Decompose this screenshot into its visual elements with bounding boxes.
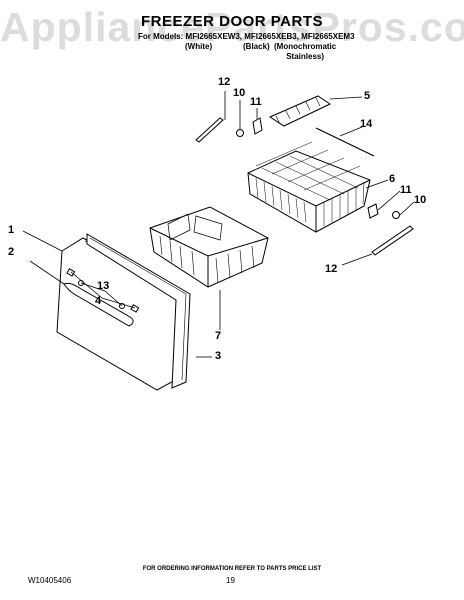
variant-monochromatic: (Monochromatic Stainless) xyxy=(274,42,337,61)
variant-black: (Black) xyxy=(243,42,270,51)
slide-rail-left xyxy=(195,117,224,143)
page-number: 19 xyxy=(226,576,235,585)
page-title: FREEZER DOOR PARTS xyxy=(140,13,324,30)
callout-7: 7 xyxy=(215,330,222,342)
callout-1: 1 xyxy=(8,224,15,236)
clip-right xyxy=(367,203,379,219)
roller-right xyxy=(392,211,400,219)
callout-12-bottom: 12 xyxy=(325,263,338,275)
models-line: For Models: MFI2665XEW3, MFI2665XEB3, MF… xyxy=(138,32,355,41)
door-gasket xyxy=(86,233,191,389)
callout-10-right: 10 xyxy=(414,194,427,206)
callout-11-top: 11 xyxy=(250,96,262,108)
callout-13: 13 xyxy=(97,280,110,292)
callout-10-top: 10 xyxy=(233,87,246,99)
callout-4: 4 xyxy=(95,295,102,307)
wire-basket xyxy=(247,141,371,233)
door-handle xyxy=(63,282,134,327)
callout-5: 5 xyxy=(364,90,371,102)
document-number: W10405406 xyxy=(28,576,72,585)
callout-3: 3 xyxy=(215,350,222,362)
clip-left xyxy=(252,117,263,135)
ordering-note: FOR ORDERING INFORMATION REFER TO PARTS … xyxy=(142,566,322,572)
variant-white: (White) xyxy=(185,42,213,51)
callout-11-right: 11 xyxy=(400,184,412,196)
roller-left xyxy=(236,129,244,137)
lower-bin xyxy=(149,206,269,288)
slide-rail-right xyxy=(371,225,414,256)
divider-rod xyxy=(315,127,375,157)
callout-12-top: 12 xyxy=(218,76,231,88)
screw-right xyxy=(119,303,125,309)
callout-6: 6 xyxy=(389,173,396,185)
callout-14: 14 xyxy=(360,118,373,130)
callout-2: 2 xyxy=(8,246,15,258)
